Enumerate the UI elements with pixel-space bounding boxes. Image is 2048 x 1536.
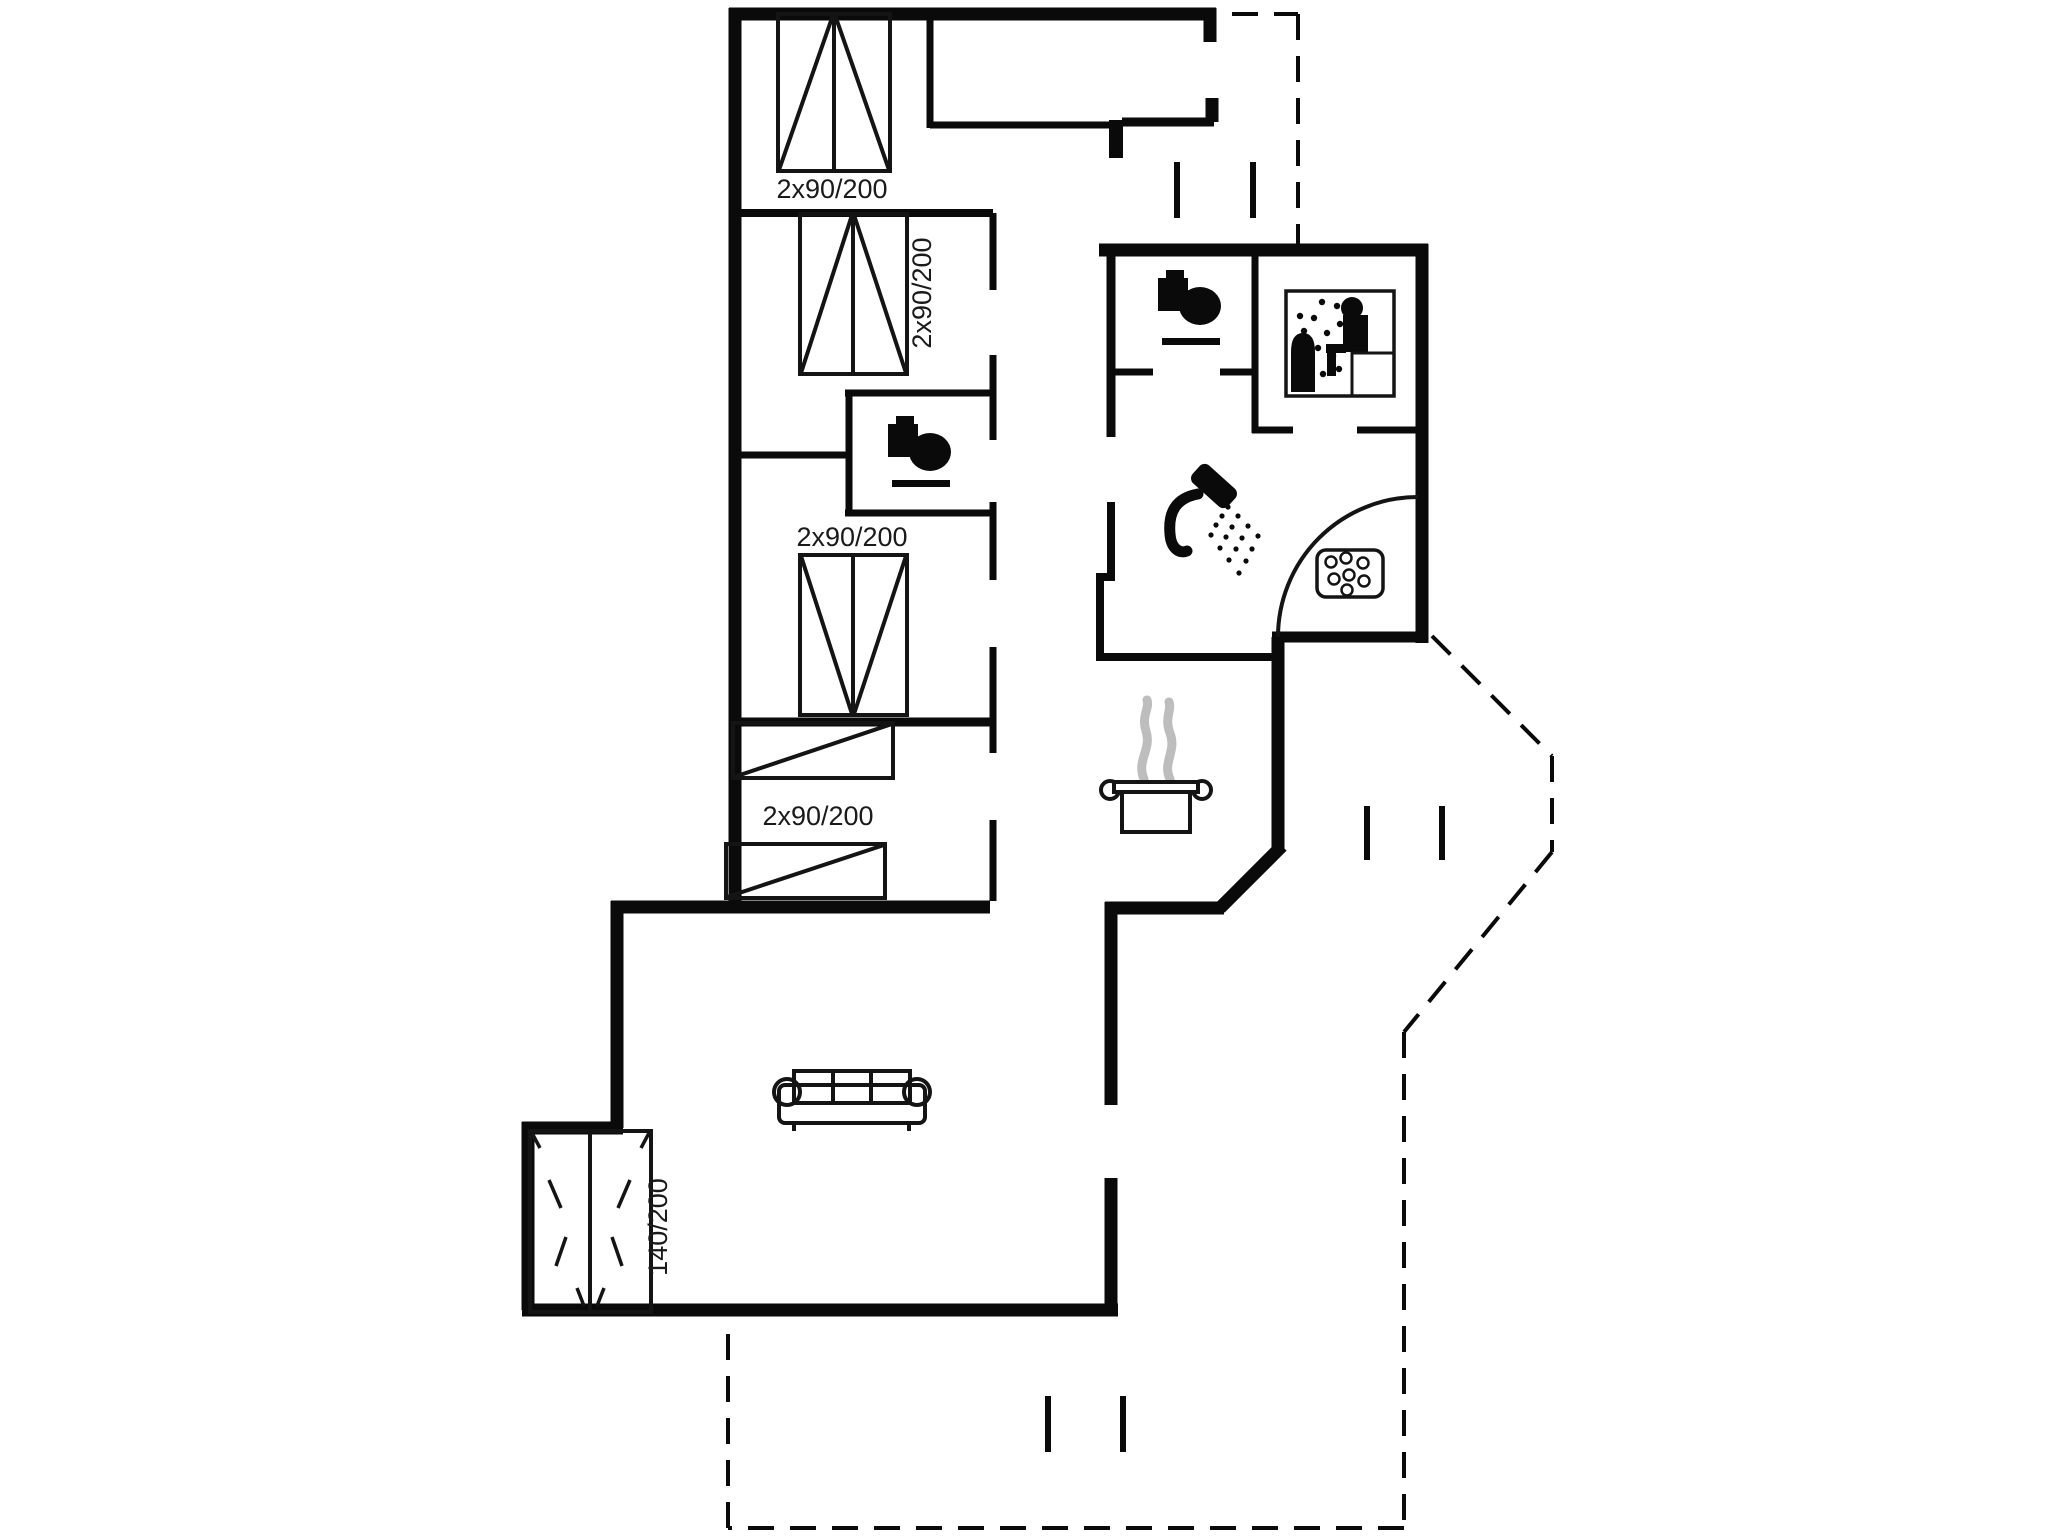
bed-middle-size-label: 2x90/200 (796, 522, 907, 552)
interior-walls (741, 14, 1425, 901)
toilet-icon-bathroom (1158, 270, 1221, 345)
bunk-beds-size-label: 2x90/200 (762, 801, 873, 831)
sauna-icon (1284, 289, 1396, 398)
shower-icon (1164, 463, 1261, 576)
double-bed-size-label: 140/200 (643, 1178, 673, 1276)
terrace-dashed-outline (726, 634, 1554, 1530)
steam-icon (1137, 695, 1177, 784)
washbasin-icon (1315, 548, 1385, 599)
exterior-walls (521, 7, 1429, 1317)
double-bed-2x90-middle-icon (798, 553, 909, 717)
porch-dashed-outline (1232, 12, 1300, 246)
double-bed-2x90-top-icon (776, 12, 892, 173)
double-bed-140x200-icon (528, 1129, 653, 1314)
entrance-step-marks (1174, 162, 1256, 218)
shower-spray-dots (1208, 504, 1261, 576)
door-swing-arc (1276, 495, 1419, 638)
south-terrace-step-marks (1045, 1396, 1126, 1452)
toilet-icon-wc-room (888, 416, 951, 487)
bunk-beds-icon (724, 721, 895, 900)
sauna-steam-dots (1296, 298, 1344, 389)
cooking-pot-icon (1099, 695, 1213, 834)
double-bed-2x90-upper-icon (798, 212, 909, 376)
bed-upper-size-label: 2x90/200 (907, 237, 937, 348)
bed-size-labels: 2x90/200 2x90/200 2x90/200 2x90/200 140/… (643, 174, 937, 1276)
bed-top-size-label: 2x90/200 (776, 174, 887, 204)
sofa-icon (772, 1069, 932, 1131)
east-terrace-step-marks (1364, 806, 1445, 860)
